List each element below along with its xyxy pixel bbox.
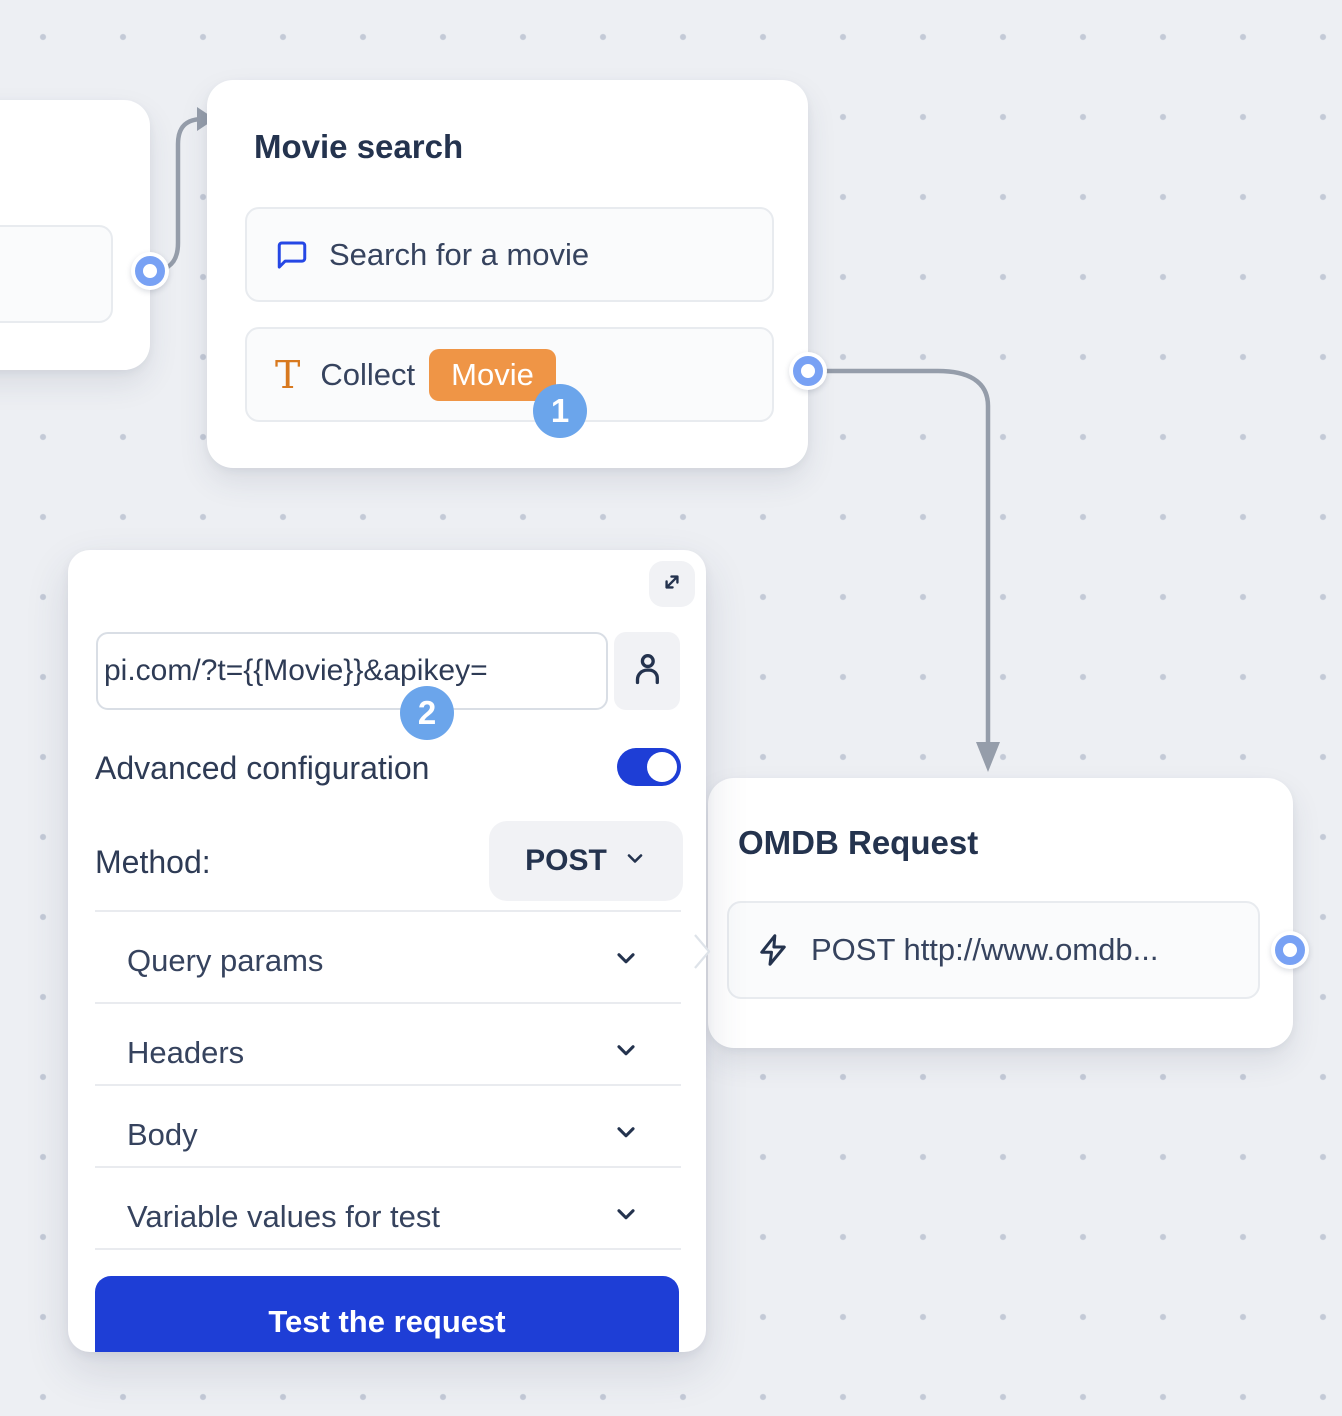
webhook-block[interactable]: POST http://www.omdb... [727, 901, 1260, 999]
test-request-button[interactable]: Test the request [95, 1276, 679, 1352]
omdb-request-node[interactable]: OMDB Request POST http://www.omdb... [708, 778, 1293, 1048]
text-input-icon: T [275, 352, 301, 397]
toggle-knob [647, 752, 677, 782]
port-ring [135, 256, 165, 286]
node-title: Movie search [254, 128, 464, 165]
url-input[interactable] [96, 632, 608, 710]
port-ring [793, 356, 823, 386]
node-title: OMDB Request [738, 824, 979, 861]
block-label: Search for a movie [329, 236, 590, 272]
section-label: Variable values for test [127, 1199, 441, 1234]
movie-search-node[interactable]: Movie search Search for a movie T Collec… [207, 80, 808, 468]
section-body[interactable]: Body [95, 1094, 681, 1176]
divider [95, 1248, 681, 1250]
chevron-down-icon [613, 1035, 639, 1071]
step-badge-1: 1 [533, 384, 587, 438]
person-icon [628, 650, 666, 693]
variable-tag[interactable]: Movie [429, 348, 556, 401]
chevron-down-icon [623, 844, 647, 878]
output-port[interactable] [131, 252, 169, 290]
section-label: Headers [127, 1035, 245, 1070]
divider [95, 1166, 681, 1168]
expand-icon [659, 569, 685, 600]
method-label: Method: [95, 844, 211, 880]
chevron-down-icon [613, 943, 639, 979]
movie-search-output-port[interactable] [789, 352, 827, 390]
section-query-params[interactable]: Query params [95, 920, 681, 1002]
block-label: Collect [320, 356, 416, 392]
message-block[interactable]: Search for a movie [245, 207, 774, 302]
chat-bubble-icon [275, 238, 309, 272]
advanced-config-label: Advanced configuration [95, 750, 430, 786]
divider [95, 1002, 681, 1004]
section-variable-values[interactable]: Variable values for test [95, 1176, 681, 1258]
divider [95, 910, 681, 912]
section-label: Query params [127, 943, 324, 978]
chevron-down-icon [613, 1199, 639, 1235]
section-label: Body [127, 1117, 198, 1152]
step-badge-2: 2 [400, 686, 454, 740]
divider [95, 1084, 681, 1086]
previous-node-card[interactable] [0, 100, 150, 370]
node-item[interactable] [0, 225, 113, 323]
collect-block[interactable]: T Collect Movie [245, 327, 774, 422]
method-value: POST [525, 844, 607, 877]
insert-variable-button[interactable] [614, 632, 680, 710]
input-notch [694, 934, 714, 975]
webhook-editor-panel[interactable]: Advanced configuration Method: POST Quer… [68, 550, 706, 1352]
block-label: POST http://www.omdb... [811, 932, 1159, 967]
port-ring [1275, 935, 1305, 965]
section-headers[interactable]: Headers [95, 1012, 681, 1094]
lightning-icon [755, 932, 791, 968]
omdb-output-port[interactable] [1271, 931, 1309, 969]
method-dropdown[interactable]: POST [489, 821, 683, 901]
chevron-down-icon [613, 1117, 639, 1153]
advanced-config-toggle[interactable] [617, 748, 681, 786]
expand-button[interactable] [649, 561, 695, 607]
